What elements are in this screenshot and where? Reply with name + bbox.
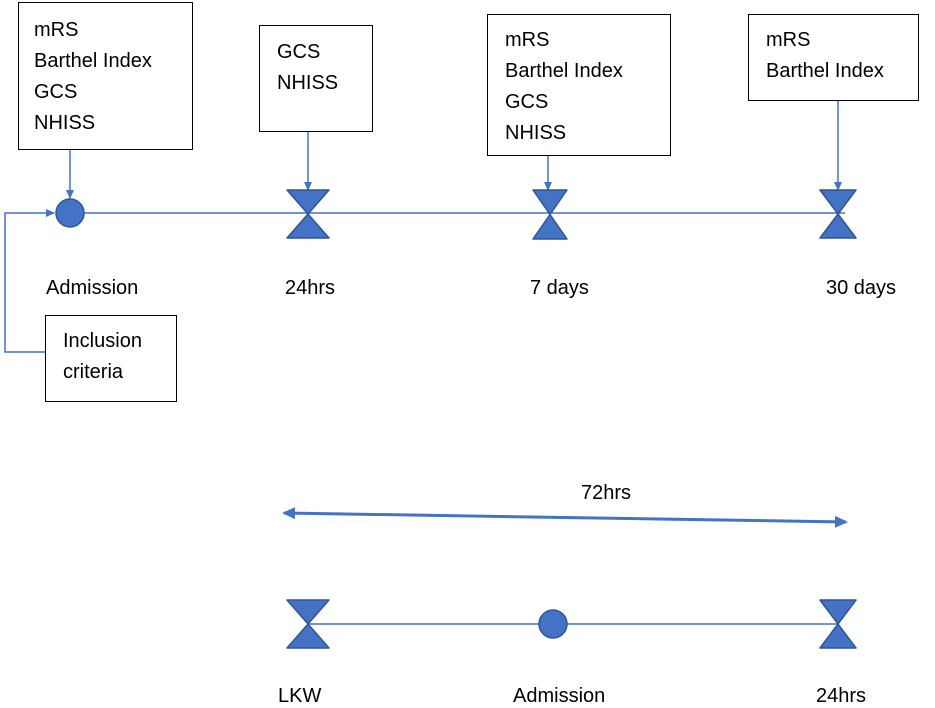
window-label-lkw: LKW — [278, 685, 322, 707]
timeline-label-7days: 7 days — [530, 277, 589, 299]
marker-admission-circle — [55, 198, 85, 228]
box-line: Barthel Index — [34, 50, 152, 72]
box-line: Barthel Index — [505, 60, 623, 82]
box-line: NHISS — [34, 112, 96, 134]
marker-30days-hourglass — [819, 189, 857, 239]
box-line: criteria — [63, 361, 124, 383]
marker-7days-hourglass — [532, 189, 568, 240]
assessment-box-admission: mRS Barthel Index GCS NHISS — [18, 2, 193, 150]
box-line: GCS — [277, 41, 321, 63]
assessment-box-24hrs: GCS NHISS — [259, 25, 373, 132]
box-line: mRS — [505, 29, 550, 51]
timeline-label-admission: Admission — [46, 277, 139, 299]
span-label-72hrs: 72hrs — [581, 482, 632, 504]
timeline-label-24hrs: 24hrs — [285, 277, 336, 299]
box-line: Barthel Index — [766, 60, 884, 82]
window-label-admission: Admission — [513, 685, 606, 707]
marker-lkw-hourglass — [286, 599, 330, 649]
inclusion-connector — [4, 209, 55, 353]
span-double-arrow — [282, 507, 848, 528]
box-line: mRS — [766, 29, 811, 51]
timeline-label-30days: 30 days — [826, 277, 897, 299]
box-line: GCS — [34, 81, 78, 103]
box-line: Inclusion — [63, 330, 142, 352]
marker-24hrs-hourglass — [286, 189, 330, 239]
marker-bottom-admission-circle — [538, 609, 568, 639]
assessment-box-30days: mRS Barthel Index — [748, 14, 919, 101]
box-line: NHISS — [277, 72, 339, 94]
window-label-24hrs: 24hrs — [816, 685, 867, 707]
inclusion-criteria-box: Inclusion criteria — [45, 315, 177, 402]
box-line: mRS — [34, 19, 79, 41]
box-line: GCS — [505, 91, 549, 113]
box-line: NHISS — [505, 122, 567, 144]
marker-bottom-24hrs-hourglass — [819, 599, 857, 649]
assessment-box-7days: mRS Barthel Index GCS NHISS — [487, 14, 671, 156]
